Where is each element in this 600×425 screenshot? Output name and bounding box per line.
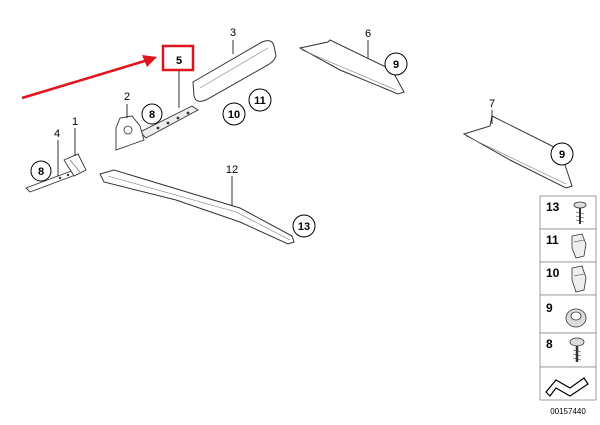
- legend-label-10: 10: [546, 266, 560, 280]
- circle-callout-13-text: 13: [298, 221, 310, 233]
- callout-4: 4: [54, 128, 60, 140]
- legend-label-9: 9: [546, 301, 553, 315]
- legend-row-13[interactable]: 13: [539, 195, 597, 230]
- circle-callout-8a-text: 8: [149, 109, 155, 121]
- clip-icon: [571, 265, 587, 293]
- part-3-shape[interactable]: [192, 40, 277, 102]
- legend-label-11: 11: [546, 233, 559, 247]
- part-6-shape[interactable]: [298, 39, 405, 95]
- circle-callout-11-text: 11: [254, 95, 266, 107]
- callout-7: 7: [489, 98, 495, 110]
- callout-1: 1: [72, 116, 78, 128]
- callout-12: 12: [226, 164, 238, 176]
- legend-label-13: 13: [546, 200, 560, 214]
- circle-callout-8a: 8: [141, 103, 163, 125]
- highlight-arrow: [21, 55, 157, 100]
- circle-callout-13: 13: [292, 214, 316, 238]
- nut-icon: [565, 308, 587, 328]
- circle-callout-11: 11: [248, 88, 272, 112]
- circle-callout-8b-text: 8: [38, 166, 44, 178]
- callout-3: 3: [230, 27, 236, 39]
- bolt-icon: [569, 337, 585, 362]
- bracket-symbol-icon: [545, 377, 589, 397]
- part-1-shape[interactable]: [63, 153, 87, 177]
- circle-callout-9a: 9: [384, 52, 408, 76]
- circle-callout-9a-text: 9: [393, 59, 399, 71]
- diagram-id: 00157440: [550, 407, 586, 416]
- callout-5: 5: [176, 55, 182, 67]
- clip-icon: [571, 233, 587, 259]
- legend-label-8: 8: [546, 337, 553, 351]
- part-5-shape[interactable]: [139, 105, 199, 139]
- screw-icon: [573, 201, 587, 224]
- legend-row-8[interactable]: 8: [539, 332, 597, 368]
- circle-callout-10-text: 10: [228, 109, 240, 121]
- part-2-shape[interactable]: [115, 115, 145, 151]
- legend-row-11[interactable]: 11: [539, 228, 597, 263]
- legend-symbol-row: [539, 366, 597, 401]
- legend-row-10[interactable]: 10: [539, 261, 597, 296]
- callout-2: 2: [124, 91, 130, 103]
- circle-callout-9b: 9: [550, 142, 574, 166]
- highlight-box: [161, 44, 195, 72]
- part-7-shape[interactable]: [462, 115, 573, 189]
- legend-row-9[interactable]: 9: [539, 294, 597, 334]
- circle-callout-9b-text: 9: [559, 149, 565, 161]
- circle-callout-10: 10: [222, 102, 246, 126]
- circle-callout-8b: 8: [30, 160, 52, 182]
- fastener-legend: 13 11 10 9: [539, 195, 597, 401]
- part-12-shape[interactable]: [99, 169, 295, 245]
- callout-6: 6: [365, 28, 371, 40]
